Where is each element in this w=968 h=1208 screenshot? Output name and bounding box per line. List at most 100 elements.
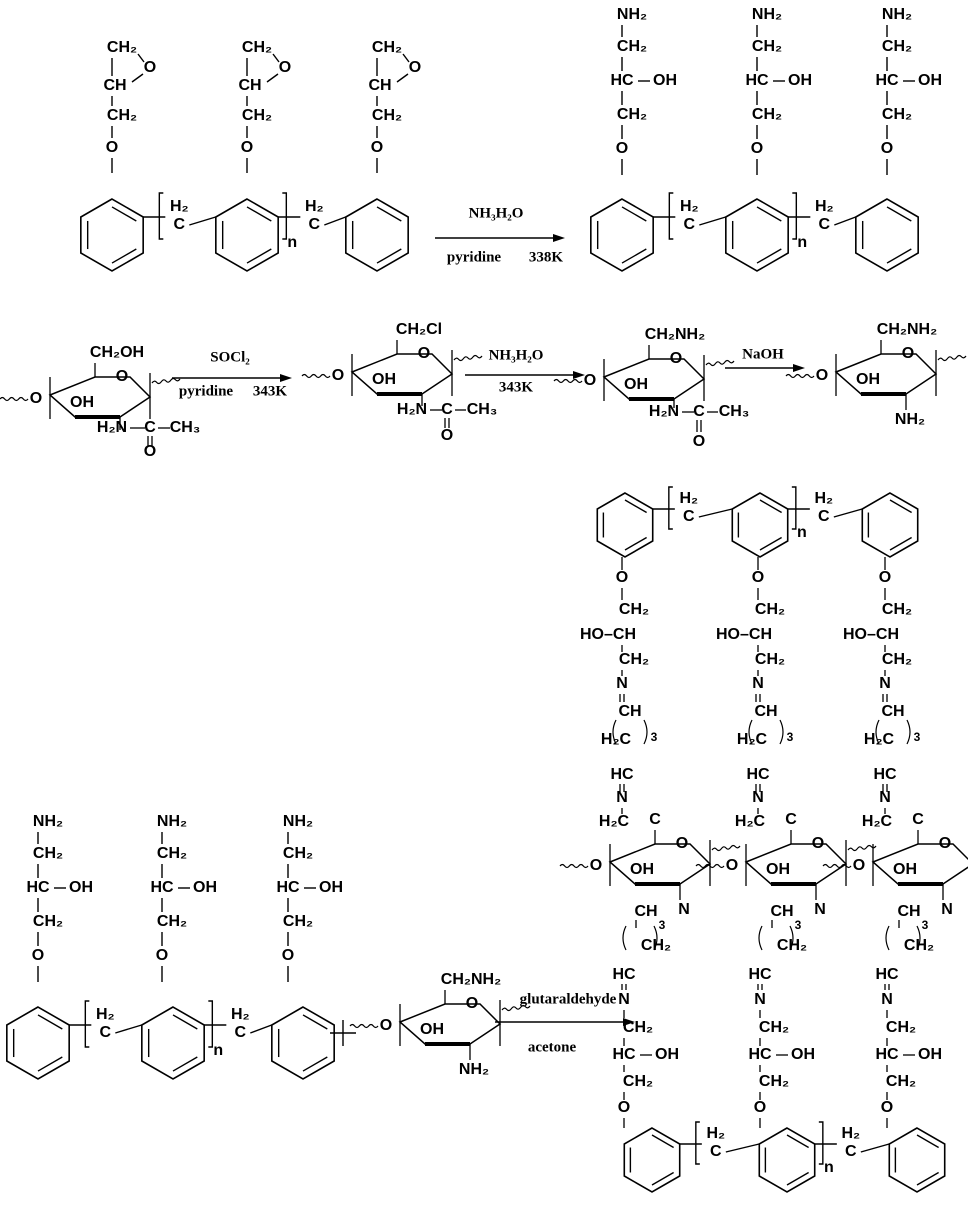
glycosidic-oxygen: O <box>726 857 738 874</box>
h2-label: H₂ <box>707 1125 726 1142</box>
c6-substituent: CH₂NH₂ <box>441 971 501 988</box>
imine-n: N <box>754 991 766 1008</box>
amino-chain-3: NH₂CH₂HCOHCH₂O <box>875 6 942 175</box>
crosslink-column-1: OCH₂HO–CHCH₂NCH3H₂CHCNH₂CCHCH₂3HCNCH₂HCO… <box>580 557 679 1128</box>
bond <box>699 509 732 517</box>
hydroxyl-label: OH <box>69 879 93 896</box>
imine-n: N <box>879 675 891 692</box>
ether-oxygen: O <box>282 947 294 964</box>
c6-substituent: C <box>785 811 797 828</box>
hydroxyl-label: OH <box>70 394 94 411</box>
ether-oxygen: O <box>32 947 44 964</box>
amide-n: H₂N <box>397 401 427 418</box>
h2c-label: H₂C <box>601 731 632 748</box>
benzene-ring <box>624 1128 679 1192</box>
imine-n: N <box>752 675 764 692</box>
benzene-ring <box>346 199 408 271</box>
ch2-label: CH₂ <box>641 937 671 954</box>
glycosidic-oxygen: O <box>816 367 828 384</box>
reactant-chitosan-unit: OOHCH₂NH₂NH₂O <box>380 971 501 1078</box>
ch2-label: CH₂ <box>617 106 647 123</box>
chitin-unit: OOHCH₂OHO <box>30 344 150 419</box>
bond <box>699 217 725 225</box>
ether-oxygen: O <box>881 1099 893 1116</box>
bond <box>115 1025 141 1033</box>
wavy-bond <box>706 360 734 365</box>
bond <box>726 1144 759 1152</box>
ring-oxygen: O <box>116 368 128 385</box>
wavy-bond <box>712 845 740 850</box>
aminated-unit: OOHCH₂NH₂O <box>584 326 705 401</box>
hydroxyl-label: OH <box>372 371 396 388</box>
h2c-label: H₂C <box>862 813 893 830</box>
amino-chain-2: NH₂CH₂HCOHCH₂O <box>745 6 812 175</box>
hydroxy-ch: HO–CH <box>716 626 772 643</box>
epoxide-oxygen: O <box>409 59 421 76</box>
reactant-amino-chain-2: NH₂CH₂HCOHCH₂O <box>150 813 217 982</box>
ch-label: CH <box>368 77 391 94</box>
nh2-label: NH₂ <box>617 6 647 23</box>
glycosidic-oxygen: O <box>332 367 344 384</box>
bond <box>250 1025 271 1033</box>
bond <box>132 74 143 82</box>
bond <box>324 217 345 225</box>
hydroxyl-label: OH <box>655 1046 679 1063</box>
ring-oxygen: O <box>466 995 478 1012</box>
nh2-label: NH₂ <box>33 813 63 830</box>
glycosidic-oxygen: O <box>380 1017 392 1034</box>
ch2-label: CH₂ <box>882 106 912 123</box>
carbon-label: C <box>818 508 830 525</box>
repeat-n: n <box>797 234 807 251</box>
reactant-amino-chain-1: NH₂CH₂HCOHCH₂O <box>26 813 93 982</box>
imine-hc: HC <box>746 766 770 783</box>
subscript-3: 3 <box>795 918 802 932</box>
nh2-label: NH₂ <box>157 813 187 830</box>
c6-substituent: C <box>912 811 924 828</box>
hc-label: HC <box>612 1046 636 1063</box>
hydroxyl-label: OH <box>788 72 812 89</box>
epoxide-oxygen: O <box>144 59 156 76</box>
ether-oxygen: O <box>616 569 628 586</box>
glycosidic-oxygen: O <box>590 857 602 874</box>
hydroxy-ch: HO–CH <box>843 626 899 643</box>
hc-label: HC <box>748 1046 772 1063</box>
h2c-label: H₂C <box>864 731 895 748</box>
benzene-ring <box>272 1007 334 1079</box>
h2-label: H₂ <box>170 198 189 215</box>
hydroxyl-label: OH <box>193 879 217 896</box>
ring-oxygen: O <box>939 835 951 852</box>
ch2-label: CH₂ <box>372 107 402 124</box>
ether-oxygen: O <box>879 569 891 586</box>
epoxide-chain-2: CH₂CHOCH₂O <box>238 39 291 173</box>
hydroxyl-label: OH <box>893 861 917 878</box>
subscript-3: 3 <box>787 730 794 744</box>
reagent-ammonia: NH₃H₂O <box>489 347 544 363</box>
reagent-pyridine: pyridine <box>179 383 234 399</box>
c2-substituent: N <box>941 901 953 918</box>
arrow-head <box>280 374 292 382</box>
benzene-ring <box>862 493 917 557</box>
ch2-label: CH₂ <box>752 38 782 55</box>
chitosan-derivative-unit: OOHCH₂NH₂NH₂O <box>816 321 937 428</box>
ether-oxygen: O <box>881 140 893 157</box>
crosslink-column-3: OCH₂HO–CHCH₂NCH3H₂CHCNH₂CCHCH₂3HCNCH₂HCO… <box>843 557 942 1128</box>
ether-oxygen: O <box>752 569 764 586</box>
h2-label: H₂ <box>96 1006 115 1023</box>
bond <box>834 509 862 517</box>
arrow-head <box>553 234 565 242</box>
reactant-novolac-backbone: H₂CH₂Cn <box>69 1001 271 1059</box>
imine-hc: HC <box>748 966 772 983</box>
reagent-temperature: 343K <box>253 383 288 399</box>
crosslink-column-2: OCH₂HO–CHCH₂NCH3H₂CHCNH₂CCHCH₂3HCNCH₂HCO… <box>716 557 815 1128</box>
ch2-label: CH₂ <box>372 39 402 56</box>
hydroxyl-label: OH <box>918 72 942 89</box>
carbon-label: C <box>845 1143 857 1160</box>
ch2-label: CH₂ <box>33 913 63 930</box>
carbon-label: C <box>235 1024 247 1041</box>
wavy-bond <box>786 375 814 378</box>
bond <box>138 54 144 62</box>
c6-substituent: CH₂Cl <box>396 321 442 338</box>
wavy-bond <box>938 355 966 360</box>
imine-hc: HC <box>875 966 899 983</box>
